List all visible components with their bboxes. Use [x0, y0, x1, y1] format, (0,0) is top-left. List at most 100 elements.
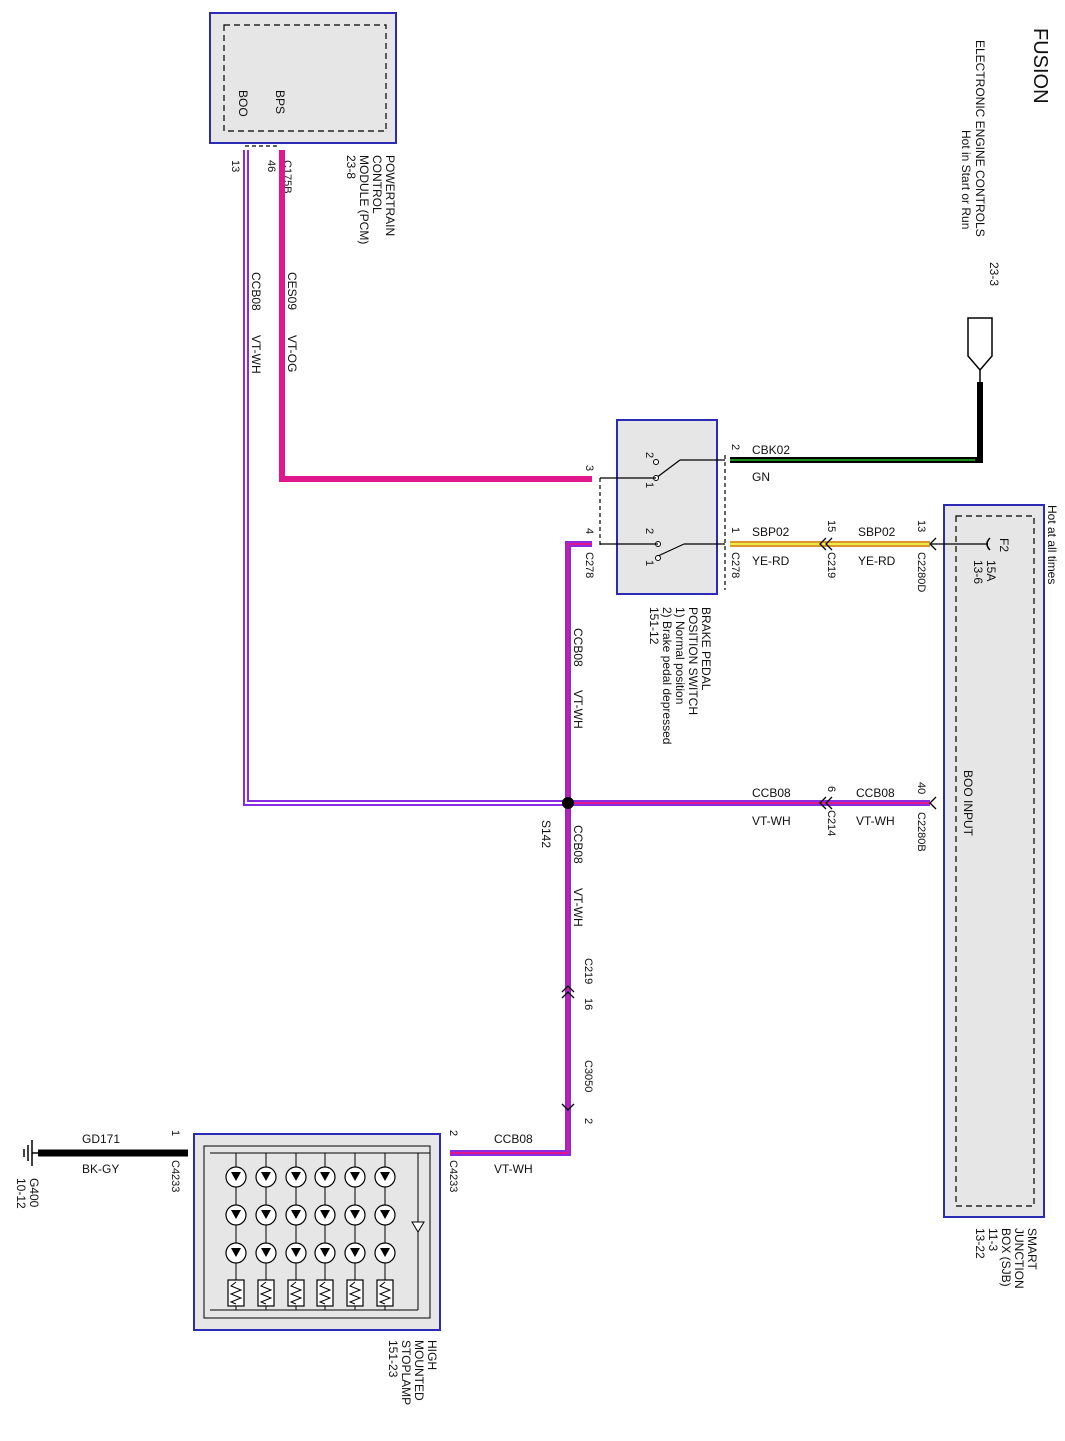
- wire-ccb08-down-color: VT-WH: [571, 888, 585, 927]
- led-diode-icon: [350, 1172, 360, 1181]
- wire-ccb08-down-stripe: [450, 803, 569, 1154]
- led-diode-icon: [291, 1248, 301, 1257]
- c214-icon: [819, 796, 833, 810]
- stoplamp-conn-in: C4233: [447, 1160, 459, 1192]
- bpps-name-2: POSITION SWITCH: [686, 607, 700, 715]
- bpps-pos2-a: 2: [643, 452, 655, 458]
- bpps-name-4: 2) Brake pedal depressed: [660, 607, 674, 744]
- sjb-pin-d: 13: [915, 520, 927, 532]
- sjb-pin-b: 40: [915, 782, 927, 794]
- bpps-switch2-contact1: [655, 555, 661, 561]
- protection-diode-icon: [411, 1221, 425, 1233]
- pcm-pin-bps: BPS: [273, 90, 287, 114]
- led-diode-icon: [291, 1172, 301, 1181]
- sjb-conn-d-icon: [929, 537, 937, 551]
- c219-top-icon: [819, 537, 833, 551]
- sjb-fuse-amp: 15A: [984, 560, 998, 581]
- wire-ces09-color: VT-OG: [285, 335, 299, 372]
- c214-pin: 6: [825, 786, 837, 792]
- ground-icon: [23, 1140, 40, 1166]
- sjb-conn-b-icon: [929, 796, 937, 810]
- pcm-num-46: 46: [265, 160, 277, 172]
- led-diode-icon: [231, 1210, 241, 1219]
- bpps-box: [616, 419, 718, 595]
- bpps-conn-right: C278: [729, 552, 741, 578]
- sjb-box: [943, 504, 1045, 1218]
- stoplamp-pin-gnd: 1: [169, 1130, 181, 1136]
- bpps-switch2-arm: [657, 543, 685, 557]
- wire-ccb08-sjb-a-color: VT-WH: [752, 814, 791, 828]
- wire-ccb08-pcm-color: VT-WH: [249, 335, 263, 374]
- led-diode-icon: [320, 1172, 330, 1181]
- wire-ccb08-sjb-a-circuit: CCB08: [752, 786, 791, 800]
- sjb-name-5: 13-22: [973, 1228, 987, 1259]
- sjb-name-4: 11-3: [986, 1228, 1000, 1251]
- resistor-zigzag: [289, 1281, 303, 1305]
- sjb-box-inner: [955, 515, 1035, 1207]
- sjb-fuse-ref: 13-6: [971, 560, 985, 584]
- stoplamp-inner: [203, 1145, 431, 1319]
- pcm-name-2: CONTROL: [370, 155, 384, 214]
- stoplamp-led-array: [210, 1152, 430, 1311]
- resistor-zigzag: [348, 1281, 362, 1305]
- ground-ref: 10-12: [14, 1178, 28, 1209]
- bpps-pin4: 4: [583, 528, 595, 534]
- stoplamp-name-3: STOPLAMP: [399, 1340, 413, 1405]
- led-diode-icon: [380, 1210, 390, 1219]
- led-diode-icon: [231, 1248, 241, 1257]
- pcm-box: [209, 12, 397, 144]
- bpps-pin1: 1: [729, 527, 741, 533]
- wire-ccb08-lamp-circuit: CCB08: [494, 1132, 533, 1146]
- c3050-label: C3050: [582, 1060, 594, 1092]
- hot-note: Hot at all times: [1045, 505, 1059, 584]
- source-page: 23-3: [987, 262, 1001, 286]
- pcm-box-inner: [223, 24, 387, 132]
- ground-name: G400: [27, 1178, 41, 1208]
- c219-top-pin: 15: [825, 520, 837, 532]
- pcm-name-1: POWERTRAIN: [383, 155, 397, 236]
- wire-gd171-color: BK-GY: [82, 1162, 119, 1176]
- resistor-zigzag: [259, 1281, 273, 1305]
- led-diode-icon: [320, 1248, 330, 1257]
- wire-cbk02-circuit: CBK02: [752, 443, 790, 457]
- sjb-conn-b: C2280B: [915, 812, 927, 852]
- wire-sbp02-b-color: YE-RD: [858, 554, 896, 568]
- bpps-switch1-contact2: [653, 459, 659, 465]
- sjb-name-2: JUNCTION: [1012, 1228, 1026, 1289]
- bpps-switch1-arm: [655, 459, 681, 479]
- bpps-pin3: 3: [583, 465, 595, 471]
- bpps-conn-left: C278: [583, 552, 595, 578]
- source-name: ELECTRONIC ENGINE CONTROLS: [973, 40, 987, 237]
- pcm-name-3: MODULE (PCM): [357, 155, 371, 244]
- pcm-num-13: 13: [229, 160, 241, 172]
- bpps-pos2-b: 2: [643, 528, 655, 534]
- stoplamp-conn-gnd: C4233: [169, 1160, 181, 1192]
- stoplamp-pin-in: 2: [447, 1130, 459, 1136]
- splice-s142: [562, 797, 574, 809]
- led-diode-icon: [291, 1210, 301, 1219]
- c219-top-label: C219: [825, 552, 837, 578]
- wire-ccb08-sjb-b-circuit: CCB08: [856, 786, 895, 800]
- resistor-zigzag: [378, 1281, 392, 1305]
- wire-sbp02-b-circuit: SBP02: [858, 525, 896, 539]
- sjb-fuse: F2: [997, 538, 1011, 552]
- c219-bot-label: C219: [582, 958, 594, 984]
- led-diode-icon: [350, 1210, 360, 1219]
- source-note: Hot in Start or Run: [959, 130, 973, 229]
- wire-gd171-circuit: GD171: [82, 1132, 120, 1146]
- stoplamp-name-2: MOUNTED: [412, 1340, 426, 1401]
- bpps-pin2: 2: [729, 444, 741, 450]
- stoplamp-name-1: HIGH: [425, 1340, 439, 1370]
- c219-bot-pin: 16: [582, 998, 594, 1010]
- wire-sbp02-a-circuit: SBP02: [752, 525, 790, 539]
- led-diode-icon: [261, 1248, 271, 1257]
- sjb-conn-d: C2280D: [915, 552, 927, 592]
- led-diode-icon: [320, 1210, 330, 1219]
- wire-ces09-circuit: CES09: [285, 272, 299, 310]
- wire-ccb08-sw-circuit: CCB08: [571, 628, 585, 667]
- wire-cbk02-color: GN: [752, 470, 770, 484]
- wire-ccb08-lamp-color: VT-WH: [494, 1162, 533, 1176]
- diagram-title: FUSION: [1029, 28, 1051, 104]
- led-diode-icon: [261, 1210, 271, 1219]
